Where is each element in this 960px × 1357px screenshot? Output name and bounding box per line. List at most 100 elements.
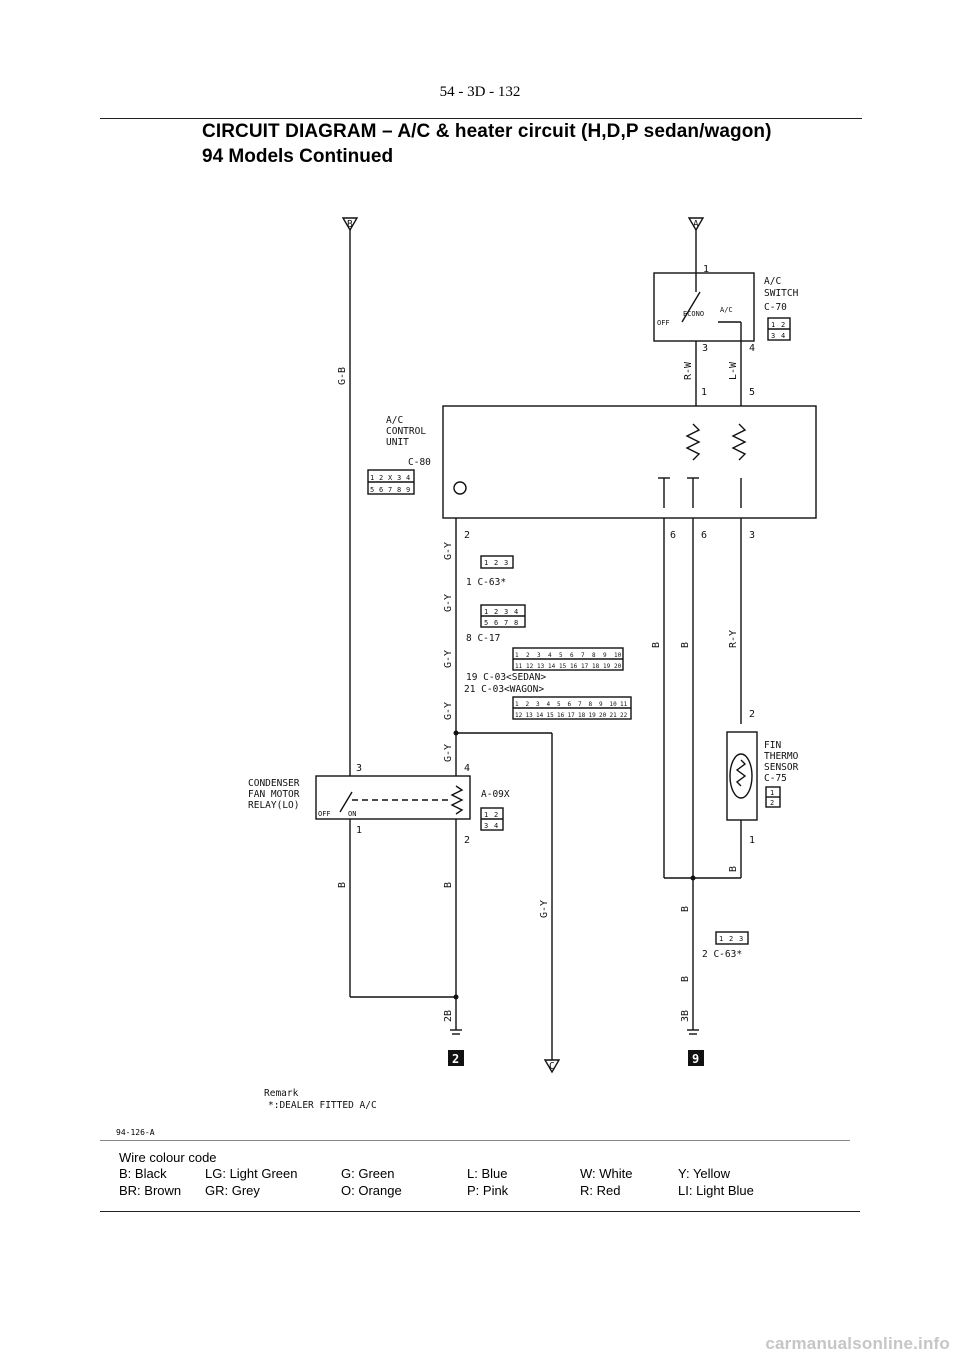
relay-on-label: ON [348, 810, 356, 818]
connector-a-marker [687, 217, 705, 232]
ground-badge-2 [448, 1050, 464, 1066]
page-subtitle: 94 Models Continued [202, 146, 394, 167]
fin-sensor-pin-2: 2 [749, 709, 755, 720]
connector-pin-label: 7 [581, 652, 585, 659]
connector-a-label: A [693, 219, 699, 230]
svg-text:8: 8 [514, 619, 518, 627]
svg-text:3: 3 [771, 332, 775, 340]
connector-c63-2: 2 C-63* [702, 949, 742, 960]
ground-badge-9-label: 9 [692, 1052, 699, 1066]
wire-label-g-y-5: G-Y [443, 744, 454, 762]
svg-text:3: 3 [397, 474, 401, 482]
legend-item: R: Red [580, 1183, 621, 1198]
connector-c-label: C [549, 1061, 555, 1072]
svg-text:2: 2 [494, 608, 498, 616]
wire-label-g-y-3: G-Y [443, 650, 454, 668]
legend-item: P: Pink [467, 1183, 509, 1198]
svg-text:4: 4 [406, 474, 410, 482]
relay-pin-3: 3 [356, 763, 362, 774]
connector-pin-label: 17 [568, 712, 576, 719]
connector-b-marker [341, 217, 359, 232]
legend-item: B: Black [119, 1166, 167, 1181]
relay-coil [450, 785, 464, 815]
wire-label-g-y-1: G-Y [443, 542, 454, 560]
connector-pin-label: 14 [548, 663, 556, 670]
relay-pin-4: 4 [464, 763, 470, 774]
wire-label-g-b: G-B [337, 367, 348, 385]
legend-item: Y: Yellow [678, 1166, 731, 1181]
connector-pin-label: 1 [515, 652, 519, 659]
legend-item: GR: Grey [205, 1183, 260, 1198]
connector-pin-label: 14 [536, 712, 544, 719]
connector-pin-label: 12 [526, 663, 534, 670]
connector-pin-label: 20 [614, 663, 622, 670]
svg-text:2: 2 [379, 474, 383, 482]
switch-off-label: OFF [657, 319, 670, 327]
wire-label-b-5: B [443, 882, 454, 888]
svg-text:4: 4 [494, 822, 498, 830]
svg-text:4: 4 [514, 608, 518, 616]
control-unit-box [442, 405, 817, 519]
ac-switch-label-1: A/C [764, 276, 781, 287]
switch-econo-label: ECONO [683, 310, 704, 318]
svg-text:3: 3 [739, 935, 743, 943]
control-unit-label-3: UNIT [386, 437, 409, 448]
legend-item: BR: Brown [119, 1183, 182, 1198]
svg-text:3: 3 [504, 559, 508, 567]
connector-pin-label: 5 [557, 701, 561, 708]
connector-c17: 8 C-17 [466, 633, 500, 644]
svg-text:8: 8 [397, 486, 401, 494]
relay-pin-2: 2 [464, 835, 470, 846]
connector-pin-label: 13 [526, 712, 534, 719]
connector-pin-label: 3 [537, 652, 541, 659]
ac-switch-label-2: SWITCH [764, 288, 799, 299]
resistor-2 [731, 423, 747, 461]
legend-item: LI: Light Blue [678, 1183, 754, 1198]
connector-pin-label: 12 [515, 712, 523, 719]
connector-c03-wagon: 21 C-03<WAGON> [464, 684, 544, 695]
unit-pin-6a: 6 [670, 530, 676, 541]
svg-text:5: 5 [370, 486, 374, 494]
wire-label-l-w: L-W [728, 361, 739, 380]
transistor-symbol [453, 481, 467, 495]
relay-box [315, 775, 471, 820]
connector-pin-label: 9 [599, 701, 603, 708]
svg-text:X: X [388, 474, 393, 482]
connector-pin-label: 10 [610, 701, 618, 708]
connector-c03-sedan: 19 C-03<SEDAN> [466, 672, 546, 683]
remark-title: Remark [264, 1088, 299, 1099]
svg-text:2: 2 [494, 559, 498, 567]
connector-pin-label: 8 [592, 652, 596, 659]
svg-text:2: 2 [770, 799, 774, 807]
svg-text:1: 1 [484, 811, 488, 819]
connector-pin-label: 16 [570, 663, 578, 670]
connector-pin-label: 10 [614, 652, 622, 659]
fin-sensor-pin-1: 1 [749, 835, 755, 846]
wire-label-b-2: B [680, 642, 691, 648]
connector-pin-label: 19 [603, 663, 611, 670]
svg-text:6: 6 [494, 619, 498, 627]
connector-pin-label: 9 [603, 652, 607, 659]
relay-off-label: OFF [318, 810, 331, 818]
relay-label-1: CONDENSER [248, 778, 300, 789]
legend-item: G: Green [341, 1166, 395, 1181]
footer-watermark[interactable]: carmanualsonline.info [765, 1334, 950, 1353]
wire-label-r-w: R-W [683, 361, 694, 380]
control-unit-code: C-80 [408, 457, 431, 468]
connector-pin-label: 15 [559, 663, 567, 670]
legend-rule [100, 1140, 850, 1141]
svg-text:6: 6 [379, 486, 383, 494]
top-rule [100, 118, 862, 119]
connector-pin-label: 7 [578, 701, 582, 708]
svg-text:2: 2 [781, 321, 785, 329]
legend-title: Wire colour code [119, 1150, 217, 1165]
c63-connector-grid [480, 555, 514, 569]
connector-pin-label: 2 [526, 652, 530, 659]
connector-pin-label: 20 [599, 712, 607, 719]
relay-label-3: RELAY(LO) [248, 800, 299, 811]
svg-text:1: 1 [484, 608, 488, 616]
connector-pin-label: 21 [610, 712, 618, 719]
